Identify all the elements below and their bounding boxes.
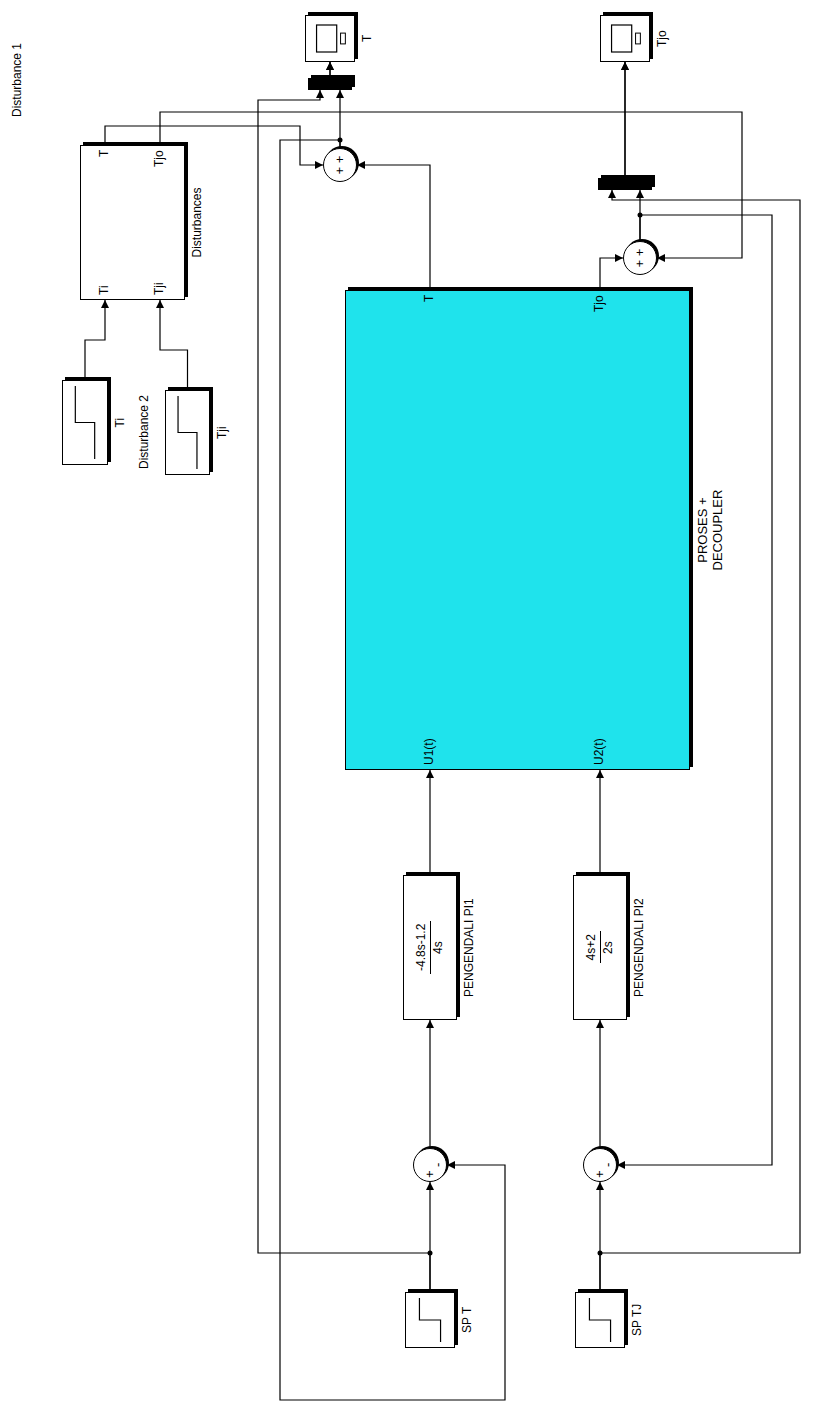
step-curve	[589, 1298, 610, 1342]
port-label: Tjo	[153, 150, 167, 167]
signal-line	[429, 1182, 430, 1292]
port-label: U2(t)	[593, 738, 607, 765]
mux-input-arrow	[636, 190, 644, 198]
block-name: SP TJ	[631, 1304, 645, 1336]
signal-line	[599, 770, 600, 875]
mux-input-arrow	[608, 190, 616, 198]
step-source: SP TJ	[575, 1292, 625, 1348]
sum-block: +-	[583, 1148, 617, 1182]
step-icon	[63, 381, 107, 464]
denominator: 4s	[432, 941, 446, 954]
step-curve	[178, 396, 197, 469]
block-name: SP T	[461, 1307, 475, 1333]
denominator: 2s	[602, 941, 616, 954]
sign-label: + +	[333, 156, 348, 175]
step-curve	[75, 386, 94, 459]
mux-input-arrow	[316, 90, 324, 98]
block-annotation: Disturbance 1	[11, 43, 25, 117]
sign-label: + +	[633, 249, 648, 268]
scope-icon	[601, 16, 649, 61]
scope-icon	[306, 16, 354, 61]
pi-controller: -4.8s-1.24sPENGENDALI PI1	[403, 875, 457, 1020]
block-annotation: Disturbance 2	[138, 395, 152, 469]
block-name: PENGENDALI PI1	[463, 898, 477, 997]
sum-block: + +	[623, 241, 657, 275]
numerator: 4s+2	[585, 934, 599, 960]
signal-line	[85, 300, 105, 380]
process-block: U1(t)U2(t)TTjoPROSES + DECOUPLER	[345, 290, 690, 770]
step-curve	[419, 1298, 440, 1342]
step-source: Tji	[165, 390, 210, 475]
scope-block: Tjo	[600, 15, 650, 62]
scope-knob	[636, 33, 641, 44]
branch-point	[338, 138, 343, 143]
signal-line	[330, 62, 340, 148]
branch-point	[598, 1251, 603, 1256]
step-icon	[576, 1293, 624, 1347]
signal-line	[357, 165, 430, 290]
branch-point	[428, 1251, 433, 1256]
signal-line	[599, 1182, 600, 1292]
block-name: Ti	[114, 418, 128, 428]
block-name: T	[361, 35, 375, 42]
port-label: Tjo	[593, 295, 607, 312]
scope-block: T	[305, 15, 355, 62]
block-name: PROSES + DECOUPLER	[696, 490, 726, 571]
pi-controller: 4s+22sPENGENDALI PI2	[573, 875, 627, 1020]
step-source: Ti	[62, 380, 108, 465]
signal-line	[160, 112, 742, 258]
fraction-bar	[430, 921, 431, 974]
signal-line	[160, 300, 188, 390]
port-label: T	[98, 150, 112, 157]
block-name: Tji	[216, 426, 230, 439]
numerator: -4.8s-1.2	[415, 924, 429, 971]
scope-screen	[317, 25, 337, 52]
signal-line	[429, 770, 430, 875]
signal-line	[429, 1020, 430, 1148]
port-label: Ti	[98, 285, 112, 295]
block-name: PENGENDALI PI2	[633, 898, 647, 997]
scope-screen	[612, 25, 632, 52]
sign-label: +	[593, 1170, 608, 1178]
branch-point	[638, 213, 643, 218]
sum-block: + +	[323, 148, 357, 182]
signal-line	[600, 258, 623, 290]
block-name: Tjo	[656, 30, 670, 47]
sign-label: +	[423, 1170, 438, 1178]
step-source: SP T	[405, 1292, 455, 1348]
step-icon	[166, 391, 209, 474]
port-label: Tji	[153, 282, 167, 295]
scope-knob	[341, 33, 346, 44]
mux-block	[598, 178, 652, 190]
sum-block: +-	[413, 1148, 447, 1182]
mux-block	[308, 78, 352, 90]
port-label: U1(t)	[423, 738, 437, 765]
step-icon	[406, 1293, 454, 1347]
sign-label: -	[601, 1163, 616, 1167]
mux-input-arrow	[336, 90, 344, 98]
port-label: T	[423, 295, 437, 302]
block-name: Disturbances	[191, 187, 205, 257]
signal-line	[599, 1020, 600, 1148]
fraction-bar	[600, 932, 601, 964]
sign-label: -	[431, 1163, 446, 1167]
subsystem-block: TiTjiTTjoDisturbances	[80, 145, 185, 300]
